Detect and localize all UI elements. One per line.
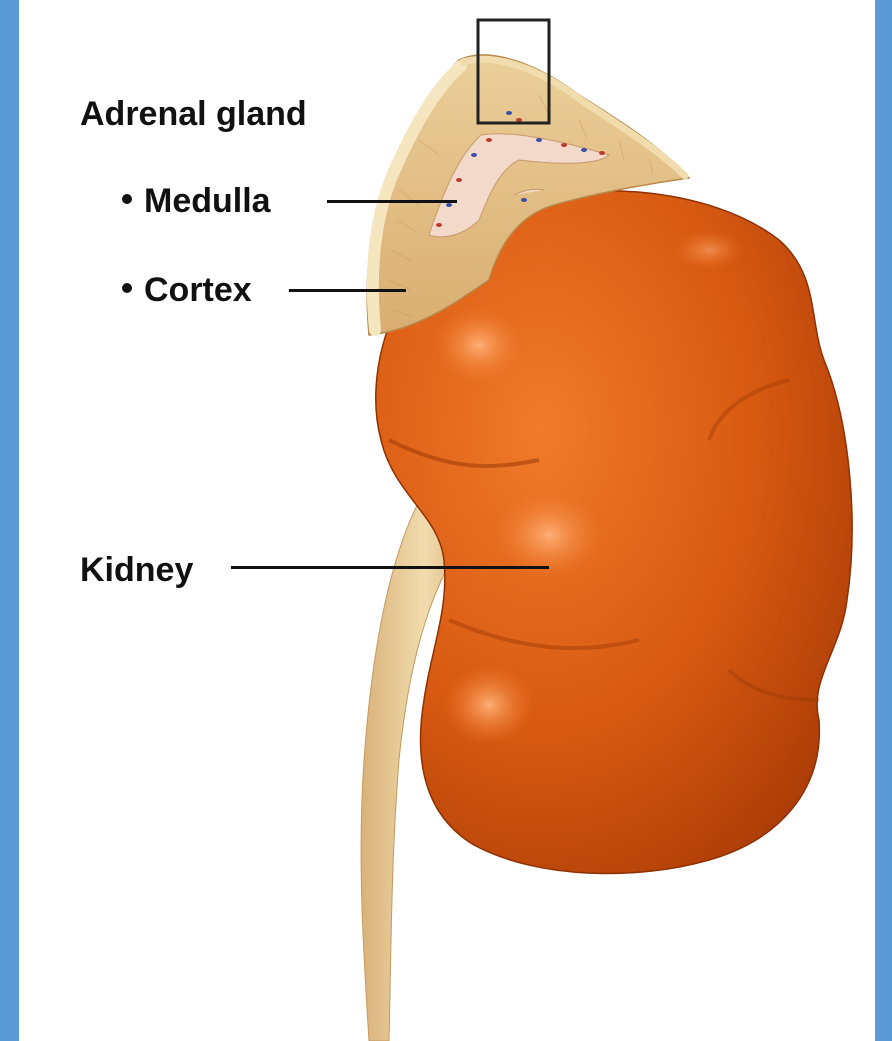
medulla-leader-line [327, 200, 457, 203]
anatomy-illustration [19, 0, 875, 1041]
adrenal-gland-label: Adrenal gland [80, 97, 307, 131]
kidney-leader-line [231, 566, 549, 569]
bullet-icon [122, 283, 132, 293]
diagram-panel: Adrenal gland Medulla Cortex Kidney [19, 0, 875, 1041]
cortex-label: Cortex [144, 271, 252, 309]
bullet-icon [122, 194, 132, 204]
cortex-leader-line [289, 289, 406, 292]
kidney-label: Kidney [80, 553, 193, 587]
medulla-label: Medulla [144, 182, 271, 220]
medulla-label-row: Medulla [122, 184, 271, 218]
cortex-label-row: Cortex [122, 273, 252, 307]
